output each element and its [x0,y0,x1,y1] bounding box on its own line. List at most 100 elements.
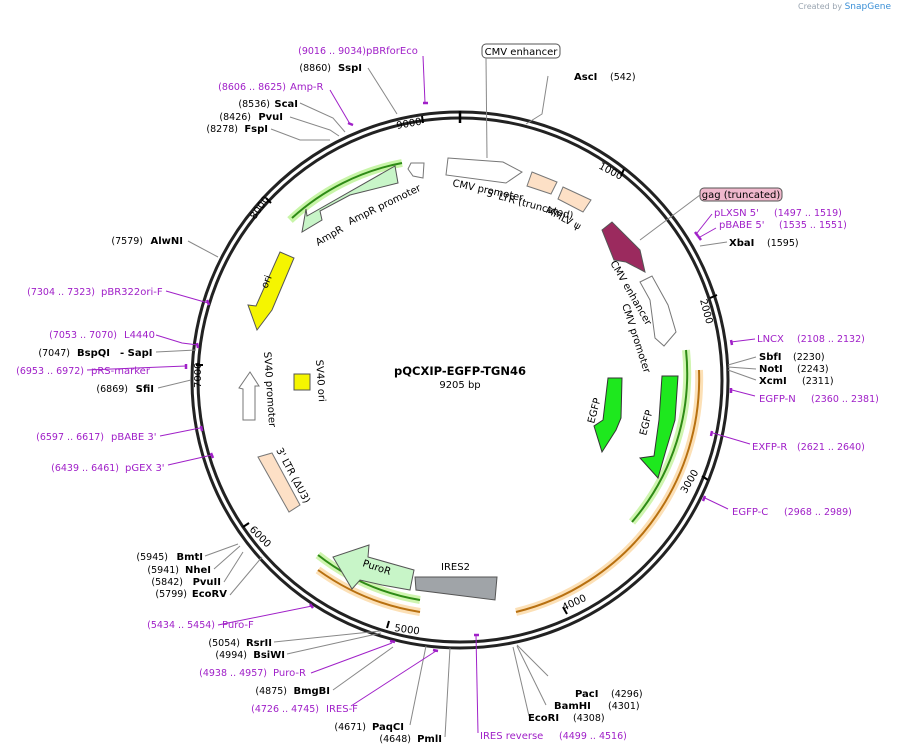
primer-name-l4440: L4440 [124,330,155,341]
primer-name-exfp-r: EXFP-R [752,442,787,453]
gag-box [699,187,783,202]
primer-pos-egfp-n: (2360 .. 2381) [811,394,879,405]
orf-top [291,162,403,219]
site-name-pvui: PvuI [258,112,283,123]
primer-name-egfp-c: EGFP-C [732,507,768,518]
site-pos-ecorv: (5799) [155,589,187,600]
orf-puro-orange [317,569,421,613]
primer-name-pbabe3: pBABE 3' [111,432,157,443]
tick-marks [196,115,718,629]
tick-label-5000: 5000 [394,623,421,637]
sv40-promoter-feature [238,371,260,421]
primer-name-egfp-n: EGFP-N [759,394,796,405]
primer-name-puro-f: Puro-F [222,620,254,631]
site-name-pmli: PmlI [417,734,442,745]
site-name-asci: AscI [574,72,597,83]
primer-pos-pbr322ori-f: (7304 .. 7323) [27,287,95,298]
primer-pos-ires-f: (4726 .. 4745) [251,704,319,715]
mmlv-feature [557,186,592,213]
site-leaders [155,67,757,738]
site-name-paci: PacI [575,689,598,700]
primer-pos-egfp-c: (2968 .. 2989) [784,507,852,518]
cmv-enhancer-top-box [481,43,561,59]
primer-pos-puro-r: (4938 .. 4957) [199,668,267,679]
site-name-pvuii: PvuII [193,577,221,588]
cmv-enhancer-top-label: CMV enhancer [485,47,559,58]
egfp-feature-2 [639,375,679,480]
primer-name-puro-r: Puro-R [273,668,306,679]
site-pos-ecori: (4308) [573,713,605,724]
site-pos-paci: (4296) [611,689,643,700]
site-name-scai: ScaI [274,99,298,110]
site-name-noti: NotI [759,364,783,375]
site-pos-rsrii: (5054) [208,638,240,649]
site-name-sspi: SspI [338,63,362,74]
site-pos-fspi: (8278) [206,124,238,135]
primer-pos-plxsn5: (1497 .. 1519) [774,208,842,219]
primer-pos-pgex3: (6439 .. 6461) [51,463,119,474]
primer-pos-pbrforeco: (9016 .. 9034) [298,46,366,57]
site-pos-bsiwi: (4994) [215,650,247,661]
tick-label-8000: 8000 [248,195,272,222]
primer-pos-lncx: (2108 .. 2132) [797,334,865,345]
site-pos-nhei: (5941) [147,565,179,576]
gag-label: gag (truncated) [702,190,781,201]
site-name-ecorv: EcoRV [192,589,227,600]
plasmid-name: pQCXIP-EGFP-TGN46 [394,364,526,378]
ires2-feature [414,576,498,601]
site-pos-bmti: (5945) [136,552,168,563]
site-name-fspi: FspI [244,124,268,135]
site-name-bspqi: BspQI [77,348,110,359]
primer-pos-puro-f: (5434 .. 5454) [147,620,215,631]
ires2-label: IRES2 [441,562,470,573]
tick-label-7000: 7000 [193,363,204,388]
primer-name-ampr: Amp-R [290,82,324,93]
primer-name-pbr322ori-f: pBR322ori-F [101,287,163,298]
ori-feature [247,251,295,332]
primer-name-lncx: LNCX [757,334,784,345]
site-pos-xbai: (1595) [767,238,799,249]
site-name-bamhi: BamHI [554,701,591,712]
site-pos-bmgbi: (4875) [255,686,287,697]
site-pos-asci: (542) [610,72,636,83]
egfp-feature-1 [593,377,623,454]
site-name-paqci: PaqCI [372,722,404,733]
egfp-label-1: EGFP [586,397,603,425]
site-pos-noti: (2243) [797,364,829,375]
primer-pos-prs-marker: (6953 .. 6972) [16,366,84,377]
site-pos-bamhi: (4301) [608,701,640,712]
primer-leaders [86,55,756,734]
orf-right-inner [631,349,689,523]
site-name-sapi: - SapI [120,348,152,359]
site-name-ecori: EcoRI [528,713,559,724]
ltr5-feature [526,171,558,195]
sv40-ori-feature [293,373,311,391]
cmv-enhancer-right-feature [639,275,677,347]
tick-label-2000: 2000 [697,298,714,325]
ori-label: ori [260,274,275,290]
puror-feature [332,544,415,591]
primer-pos-ires-reverse: (4499 .. 4516) [559,731,627,742]
site-name-xcmi: XcmI [759,376,787,387]
site-pos-pvui: (8426) [219,112,251,123]
site-pos-pmli: (4648) [379,734,411,745]
orf-puro-green [317,554,421,601]
site-name-nhei: NheI [185,565,211,576]
ampr-label: AmpR [314,224,345,248]
ampr-promoter-feature [407,162,425,179]
primer-pos-l4440: (7053 .. 7070) [49,330,117,341]
site-pos-alwni: (7579) [111,236,143,247]
site-name-sfii: SfiI [136,384,154,395]
site-pos-xcmi: (2311) [802,376,834,387]
site-name-bmti: BmtI [176,552,203,563]
site-name-alwni: AlwNI [151,236,184,247]
primer-name-prs-marker: pRS-marker [91,366,151,377]
gag-leader [639,194,701,241]
primer-name-pgex3: pGEX 3' [125,463,165,474]
site-pos-bspqi: (7047) [38,348,70,359]
watermark: Created by SnapGene [798,2,891,12]
cmv-enhancer-top-leader [485,57,488,159]
primer-name-ires-reverse: IRES reverse [480,731,543,742]
primer-name-ires-f: IRES-F [326,704,358,715]
